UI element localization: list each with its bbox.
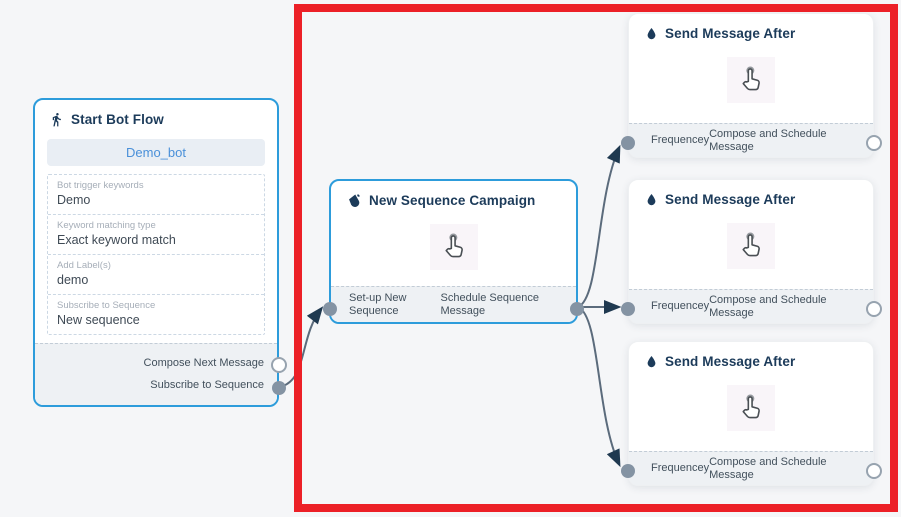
campaign-node-header: New Sequence Campaign [331, 181, 576, 214]
send-node-footer: Frequencey Compose and Schedule Message [629, 451, 873, 485]
output-port-schedule-sequence-message[interactable] [570, 302, 584, 316]
send-message-after-node-3[interactable]: Send Message After Frequencey Compose an… [621, 341, 882, 486]
bot-name-button[interactable]: Demo_bot [47, 139, 265, 166]
input-port-set-up-new-sequence[interactable] [323, 302, 337, 316]
output-label-schedule-sequence-message: Schedule Sequence Message [440, 291, 539, 317]
send-node-header: Send Message After [629, 342, 873, 375]
field-label: Add Label(s) [57, 260, 111, 271]
field-keyword-matching-type[interactable]: Keyword matching type Exact keyword matc… [48, 215, 264, 255]
field-value: New sequence [57, 313, 140, 327]
send-message-after-node-1[interactable]: Send Message After Frequencey Compose an… [621, 13, 882, 158]
output-label-subscribe-to-sequence: Subscribe to Sequence [150, 379, 264, 391]
field-subscribe-to-sequence[interactable]: Subscribe to Sequence New sequence [48, 295, 264, 334]
start-node-header: Start Bot Flow [35, 100, 277, 133]
send-node-action-area[interactable] [727, 223, 775, 269]
edge-campaign-to-send-3 [577, 306, 621, 468]
tap-hand-cursor-icon [438, 229, 470, 266]
output-port-subscribe-to-sequence[interactable] [272, 381, 286, 395]
campaign-node-footer: Set-up New Sequence Schedule Sequence Me… [331, 286, 576, 322]
water-drop-icon [645, 354, 658, 369]
output-label-compose-schedule-message: Compose and Schedule Message [709, 455, 827, 481]
input-label-frequency: Frequencey [651, 134, 710, 146]
input-port-frequency[interactable] [621, 302, 635, 316]
input-label-frequency: Frequencey [651, 462, 710, 474]
water-drop-icon [645, 192, 658, 207]
edge-campaign-to-send-1 [577, 144, 621, 308]
input-label-set-up-new-sequence: Set-up New Sequence [349, 291, 407, 317]
field-value: demo [57, 273, 89, 287]
output-label-compose-next-message: Compose Next Message [143, 357, 264, 369]
output-port-compose-schedule-message[interactable] [866, 301, 882, 317]
output-label-compose-schedule-message: Compose and Schedule Message [709, 293, 827, 319]
input-port-frequency[interactable] [621, 464, 635, 478]
send-node-footer: Frequencey Compose and Schedule Message [629, 123, 873, 157]
input-label-frequency: Frequencey [651, 300, 710, 312]
send-node-title: Send Message After [665, 354, 796, 369]
campaign-node-title: New Sequence Campaign [369, 193, 536, 208]
start-bot-flow-node[interactable]: Start Bot Flow Demo_bot Bot trigger keyw… [33, 98, 287, 407]
send-node-title: Send Message After [665, 26, 796, 41]
output-port-compose-schedule-message[interactable] [866, 135, 882, 151]
send-node-header: Send Message After [629, 14, 873, 47]
water-drop-icon [645, 26, 658, 41]
output-port-compose-schedule-message[interactable] [866, 463, 882, 479]
field-label: Keyword matching type [57, 220, 156, 231]
field-add-labels[interactable]: Add Label(s) demo [48, 255, 264, 295]
walking-person-icon [49, 112, 64, 127]
field-value: Exact keyword match [57, 233, 176, 247]
tap-hand-cursor-icon [735, 390, 767, 427]
start-node-footer: Compose Next Message Subscribe to Sequen… [35, 343, 277, 405]
field-bot-trigger-keywords[interactable]: Bot trigger keywords Demo [48, 175, 264, 215]
field-label: Bot trigger keywords [57, 180, 144, 191]
tap-hand-cursor-icon [735, 62, 767, 99]
send-node-action-area[interactable] [727, 57, 775, 103]
ink-drop-pour-icon [347, 193, 362, 208]
edge-start-to-campaign [282, 306, 324, 387]
tap-hand-cursor-icon [735, 228, 767, 265]
field-label: Subscribe to Sequence [57, 300, 156, 311]
send-node-footer: Frequencey Compose and Schedule Message [629, 289, 873, 323]
output-label-compose-schedule-message: Compose and Schedule Message [709, 127, 827, 153]
start-node-fields: Bot trigger keywords Demo Keyword matchi… [47, 174, 265, 335]
send-node-title: Send Message After [665, 192, 796, 207]
field-value: Demo [57, 193, 91, 207]
input-port-frequency[interactable] [621, 136, 635, 150]
send-node-header: Send Message After [629, 180, 873, 213]
output-port-compose-next-message[interactable] [271, 357, 287, 373]
campaign-node-action-area[interactable] [429, 224, 478, 270]
start-node-title: Start Bot Flow [71, 112, 164, 127]
send-message-after-node-2[interactable]: Send Message After Frequencey Compose an… [621, 179, 882, 324]
send-node-action-area[interactable] [727, 385, 775, 431]
new-sequence-campaign-node[interactable]: New Sequence Campaign Set-up New Sequenc… [323, 179, 584, 324]
